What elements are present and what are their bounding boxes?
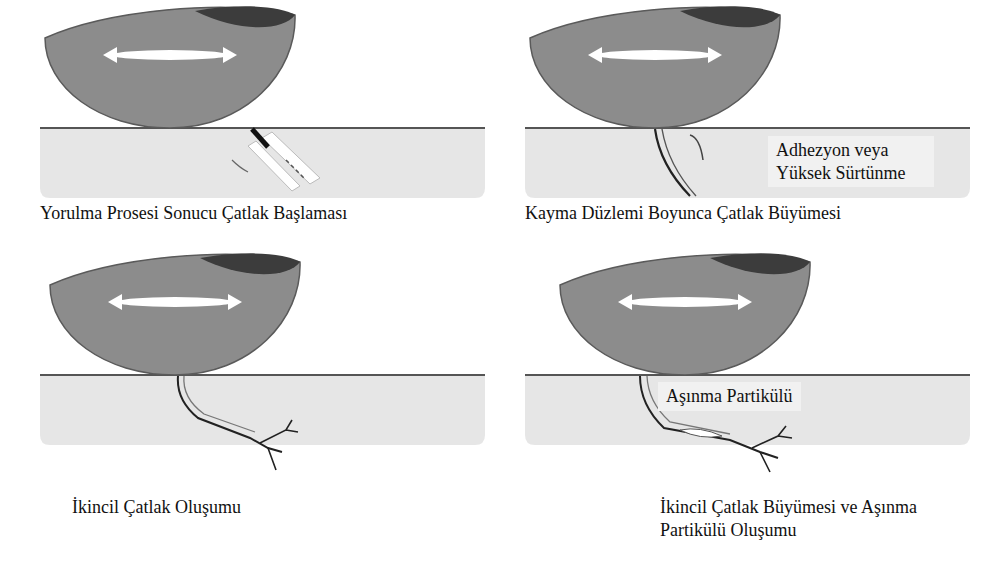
asperity: [50, 253, 300, 375]
substrate: [525, 128, 970, 198]
substrate: [525, 375, 970, 445]
crack: [184, 376, 255, 432]
panel-caption: İkincil Çatlak Büyümesi ve Aşınma Partik…: [660, 496, 960, 541]
panel-caption: Kayma Düzlemi Boyunca Çatlak Büyümesi: [525, 202, 841, 225]
substrate: [40, 375, 485, 445]
crack: [662, 129, 696, 196]
asperity: [530, 6, 780, 128]
crack: [690, 135, 703, 160]
substrate: [40, 128, 485, 198]
crack-branch: [752, 426, 792, 472]
panel-caption: Yorulma Prosesi Sonucu Çatlak Başlaması: [40, 202, 347, 225]
slip-band: [248, 132, 320, 191]
asperity: [45, 6, 295, 128]
crack: [252, 129, 268, 147]
callout-label: Aşınma Partikülü: [658, 382, 801, 411]
wear-particle: [680, 429, 722, 437]
asperity: [560, 253, 810, 375]
crack-branch: [260, 420, 298, 470]
panel-caption: İkincil Çatlak Oluşumu: [72, 496, 241, 519]
leader-line: [232, 160, 248, 172]
callout-label: Adhezyon veya Yüksek Sürtünme: [768, 136, 934, 187]
